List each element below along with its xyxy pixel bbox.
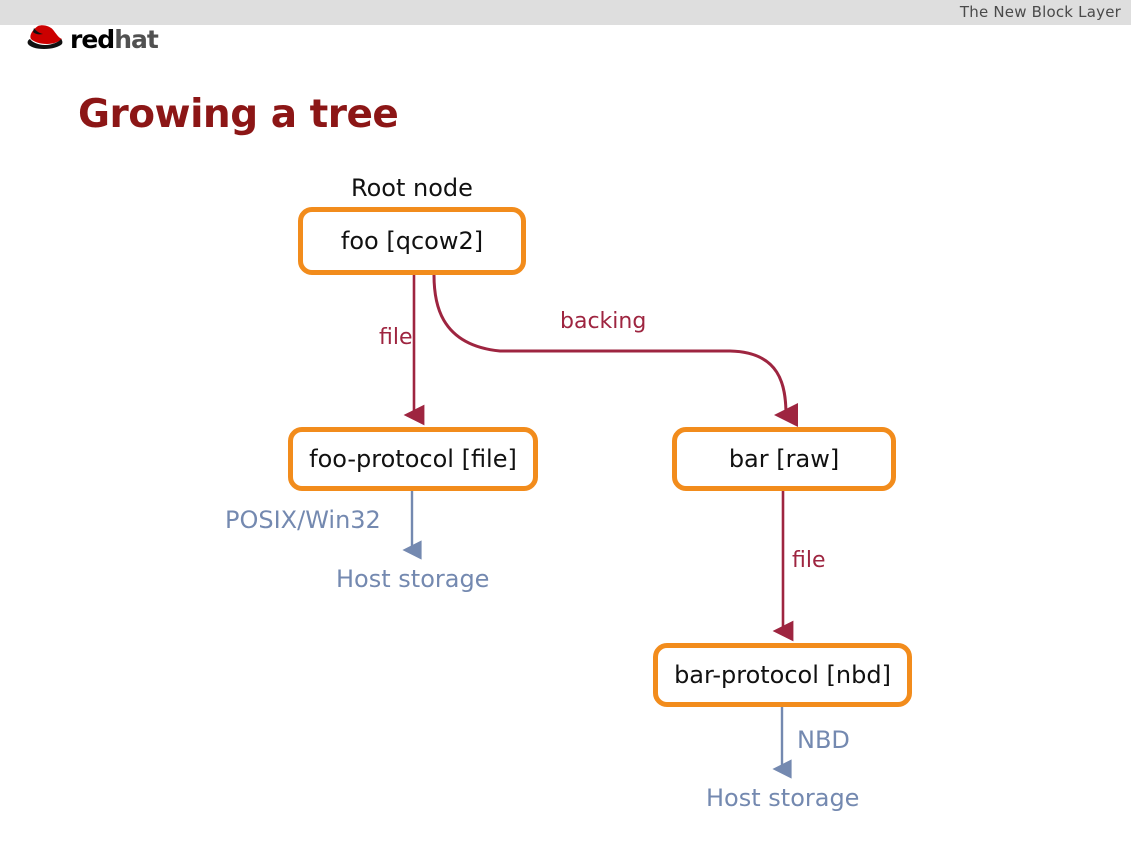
node-foo-protocol-label: foo-protocol [file] xyxy=(309,445,517,473)
edge-label-backing: backing xyxy=(560,309,647,334)
redhat-wordmark: redhat xyxy=(70,24,159,54)
terminal-host-storage-left: Host storage xyxy=(336,565,490,593)
edge-label-posix-win32: POSIX/Win32 xyxy=(225,506,381,534)
logo-text-hat: hat xyxy=(114,24,159,54)
edge-label-nbd: NBD xyxy=(797,726,850,754)
edge-label-file-right: file xyxy=(792,548,826,573)
node-caption-root-node: Root node xyxy=(351,174,473,202)
redhat-logo: redhat xyxy=(26,23,159,54)
edge-foo-to-bar xyxy=(432,274,799,427)
edge-label-file-left: file xyxy=(379,325,413,350)
node-foo-protocol[interactable]: foo-protocol [file] xyxy=(288,427,538,491)
node-bar[interactable]: bar [raw] xyxy=(672,427,896,491)
logo-text-red: red xyxy=(70,24,115,54)
header-title: The New Block Layer xyxy=(959,3,1121,21)
node-bar-protocol[interactable]: bar-protocol [nbd] xyxy=(653,643,912,707)
page-title: Growing a tree xyxy=(78,92,399,137)
node-foo-label: foo [qcow2] xyxy=(340,227,484,255)
node-bar-label: bar [raw] xyxy=(728,445,840,473)
redhat-shadowman-icon xyxy=(27,25,63,49)
header-bar xyxy=(0,0,1131,25)
node-foo[interactable]: foo [qcow2] xyxy=(298,207,526,275)
node-bar-protocol-label: bar-protocol [nbd] xyxy=(674,661,891,689)
terminal-host-storage-right: Host storage xyxy=(706,784,860,812)
